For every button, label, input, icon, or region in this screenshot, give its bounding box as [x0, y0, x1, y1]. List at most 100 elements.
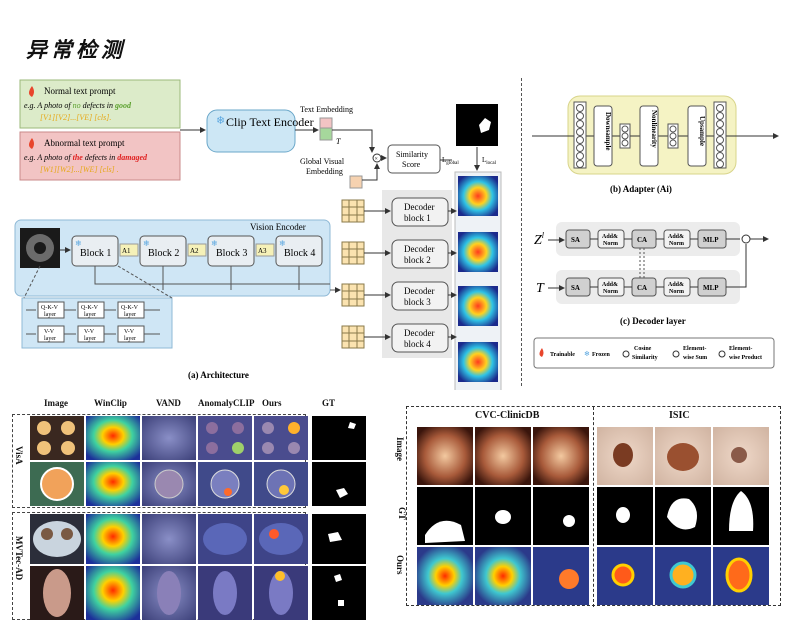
svg-text:Element-: Element-	[729, 346, 752, 352]
svg-text:Q-K-V: Q-K-V	[121, 305, 139, 311]
normal-prompt-title: Normal text prompt	[44, 86, 116, 96]
svg-text:SA: SA	[571, 236, 580, 244]
decoder-block-1	[391, 197, 449, 227]
svg-text:layer: layer	[84, 312, 96, 318]
svg-text:layer: layer	[44, 336, 56, 342]
svg-text:CA: CA	[637, 284, 647, 292]
svg-text:Q-K-V: Q-K-V	[81, 305, 99, 311]
adapter-decoder-diagrams: Downsample Nonlinearity Upsample (b) Ada…	[532, 95, 779, 369]
medical-results: CVC-ClinicDB ISIC Image GT Ours	[395, 406, 781, 607]
svg-text:Nonlinearity: Nonlinearity	[650, 110, 658, 148]
svg-text:block 4: block 4	[404, 339, 431, 349]
fire-icon	[539, 348, 544, 357]
svg-text:MLP: MLP	[703, 284, 719, 292]
svg-text:Element-: Element-	[683, 346, 706, 352]
adapter-diagram: Downsample Nonlinearity Upsample	[532, 95, 779, 175]
l-local-label: Llocal	[482, 156, 497, 166]
svg-text:CA: CA	[637, 236, 647, 244]
svg-text:V-V: V-V	[44, 329, 55, 335]
svg-text:❄: ❄	[143, 239, 150, 248]
svg-text:block 2: block 2	[404, 255, 431, 265]
snowflake-icon: ❄	[584, 350, 590, 358]
gt-mask-image	[456, 104, 498, 146]
svg-text:V-V: V-V	[84, 329, 95, 335]
snowflake-icon: ❄	[216, 115, 225, 127]
l-global-label: Lglobal	[442, 156, 459, 166]
anomaly-heatmaps	[458, 176, 498, 382]
svg-text:Upsample: Upsample	[698, 116, 706, 146]
svg-text:Norm: Norm	[669, 241, 684, 247]
svg-text:❄: ❄	[75, 239, 82, 248]
decoder-block-4	[391, 323, 449, 353]
decoder-layer-caption: (c) Decoder layer	[620, 316, 686, 326]
page-title: 异常检测	[26, 38, 126, 62]
vv-layers: V-V layer V-V layer V-V layer	[37, 325, 145, 343]
industrial-results: Image WinClip VAND AnomalyCLIP Ours GT V…	[12, 398, 394, 624]
z-label: Zl	[534, 231, 545, 248]
svg-text:V-V: V-V	[124, 329, 135, 335]
svg-text:block 1: block 1	[404, 213, 431, 223]
column-headers: Image WinClip VAND AnomalyCLIP Ours GT	[44, 398, 336, 408]
decoder-blocks: Decoder block 1 Decoder block 2 Decoder …	[391, 197, 449, 353]
clip-text-encoder: ❄ Clip Text Encoder	[206, 109, 314, 153]
element-sum-icon	[672, 350, 680, 358]
divider	[521, 78, 522, 386]
svg-text:Frozen: Frozen	[592, 352, 611, 358]
svg-text:Block 2: Block 2	[148, 248, 179, 259]
svg-text:Add&: Add&	[668, 282, 684, 288]
svg-text:Decoder: Decoder	[404, 328, 434, 338]
architecture-diagram: Normal text prompt e.g. A photo of no de…	[14, 79, 502, 390]
svg-text:Decoder: Decoder	[404, 244, 434, 254]
svg-text:Add&: Add&	[668, 234, 684, 240]
svg-text:Similarity: Similarity	[632, 355, 658, 361]
decoder-block-2	[391, 239, 449, 269]
svg-text:Q-K-V: Q-K-V	[41, 305, 59, 311]
abnormal-prompt-title: Abnormal text prompt	[44, 138, 125, 148]
fire-icon	[29, 86, 34, 97]
svg-text:Embedding: Embedding	[306, 167, 343, 176]
svg-text:Clip Text Encoder: Clip Text Encoder	[226, 115, 314, 129]
svg-text:Cosine: Cosine	[634, 346, 652, 352]
t-label: T	[536, 281, 545, 296]
svg-text:A3: A3	[258, 247, 267, 255]
svg-text:wise Sum: wise Sum	[683, 355, 707, 361]
svg-text:A2: A2	[190, 247, 199, 255]
svg-text:Decoder: Decoder	[404, 286, 434, 296]
svg-text:Trainable: Trainable	[550, 352, 575, 358]
decoder-block-3	[391, 281, 449, 311]
dataset-label-isic: ISIC	[669, 410, 690, 421]
svg-text:❄: ❄	[211, 239, 218, 248]
architecture-caption: (a) Architecture	[188, 370, 249, 380]
abnormal-prompt-example: e.g. A photo of the defects in damaged	[24, 153, 148, 162]
adapter-caption: (b) Adapter (Ai)	[610, 184, 672, 194]
row-label-visa: VisA	[14, 446, 24, 465]
industrial-result-images	[30, 416, 366, 620]
adapters: A1 A2 A3	[119, 243, 275, 257]
fire-icon	[29, 138, 34, 149]
normal-text-prompt-box: Normal text prompt e.g. A photo of no de…	[19, 79, 181, 129]
svg-text:layer: layer	[124, 336, 136, 342]
element-product-icon	[718, 350, 726, 358]
abnormal-text-prompt-box: Abnormal text prompt e.g. A photo of the…	[19, 131, 181, 181]
svg-text:Norm: Norm	[669, 289, 684, 295]
text-embedding-label: Text Embedding	[300, 105, 353, 114]
dataset-label-cvc: CVC-ClinicDB	[475, 410, 540, 421]
abnormal-prompt-tokens: [W1][W2]...[WE] [cls] .	[40, 165, 119, 174]
normal-prompt-tokens: [V1][V2]...[VE] [cls].	[40, 113, 111, 122]
svg-text:Block 3: Block 3	[216, 248, 247, 259]
svg-text:×: ×	[375, 157, 378, 163]
svg-text:wise Product: wise Product	[729, 355, 762, 361]
normal-prompt-example: e.g. A photo of no defects in good	[24, 101, 132, 110]
cosine-icon	[622, 350, 630, 358]
vision-encoder-label: Vision Encoder	[250, 222, 306, 232]
svg-text:Decoder: Decoder	[404, 202, 434, 212]
svg-text:Similarity: Similarity	[396, 150, 428, 159]
svg-text:Downsample: Downsample	[604, 112, 612, 151]
svg-text:layer: layer	[44, 312, 56, 318]
svg-text:A1: A1	[122, 247, 131, 255]
similarity-score-box: Similarity Score	[387, 144, 441, 174]
decoder-layer-diagram: Zl T SA Add& Norm CA Add& Norm MLP SA Ad…	[534, 222, 769, 304]
medical-result-images	[417, 427, 769, 605]
svg-text:MLP: MLP	[703, 236, 719, 244]
svg-text:block 3: block 3	[404, 297, 431, 307]
